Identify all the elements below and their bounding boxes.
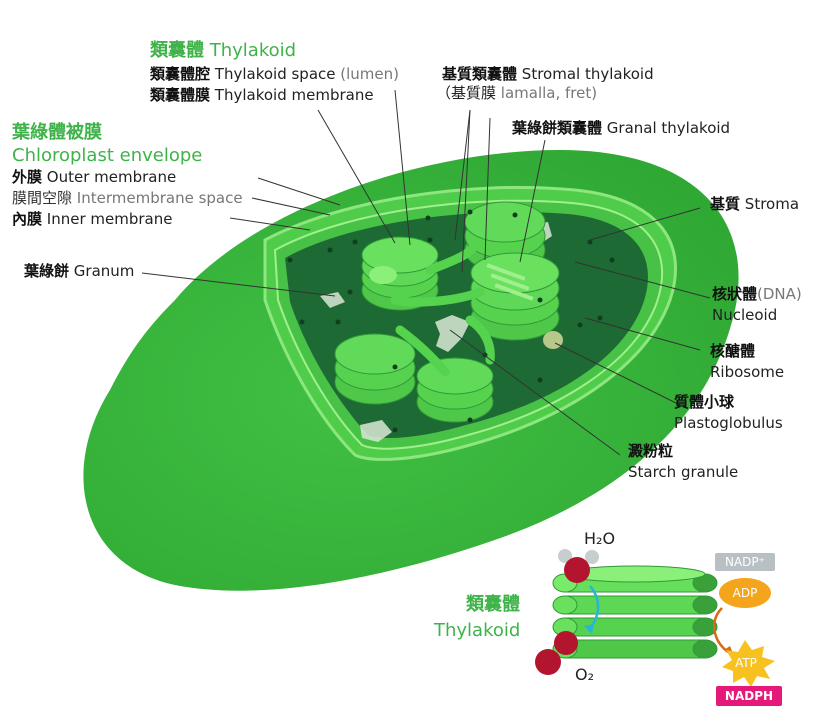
atp-burst-bg: [722, 640, 775, 687]
label-inner-membrane: 內膜 Inner membrane: [12, 210, 172, 228]
label-stroma: 基質 Stroma: [710, 195, 799, 213]
envelope-zh: 葉綠體被膜: [12, 122, 102, 143]
inset-title-en: Thylakoid: [434, 620, 520, 642]
nadp-badge: NADP⁺: [725, 555, 765, 569]
ribosome-en: Ribosome: [710, 363, 785, 381]
inset-title-zh: 類囊體: [466, 594, 520, 616]
atp-badge: ATP: [735, 656, 757, 670]
plastoglobulus-zh: 質體小球: [674, 393, 735, 411]
stroma-en: Stroma: [744, 195, 800, 213]
label-stromal-thylakoid: 基質類囊體 Stromal thylakoid: [442, 65, 654, 83]
label-stromal-thylakoid-alt: （基質膜 lamalla, fret): [436, 84, 597, 102]
label-starch-en: Starch granule: [628, 463, 738, 481]
thylakoid-membrane-zh: 類囊體膜: [150, 86, 211, 104]
label-plastoglobulus-zh: 質體小球: [674, 393, 734, 411]
outer-membrane-en: Outer membrane: [46, 168, 177, 186]
thylakoid-title-zh: 類囊體: [150, 40, 204, 61]
label-ribosome-zh: 核醣體: [710, 342, 755, 360]
granal-thylakoid-en: Granal thylakoid: [606, 119, 731, 137]
nucleoid-zh: 核狀體: [712, 285, 758, 303]
granum-lower-middle: [416, 357, 494, 423]
intermembrane-zh: 膜間空隙: [12, 189, 73, 207]
stroma-zh: 基質: [710, 195, 741, 213]
grana-stacks: [334, 201, 563, 423]
granal-thylakoid-zh: 葉綠餅類囊體: [512, 119, 603, 137]
label-starch-zh: 澱粉粒: [628, 442, 673, 460]
label-thylakoid-membrane: 類囊體膜 Thylakoid membrane: [150, 86, 374, 104]
plastoglobulus-shape: [543, 331, 563, 349]
label-plastoglobulus-en: Plastoglobulus: [674, 414, 783, 432]
thylakoid-title: 類囊體 Thylakoid: [150, 40, 296, 62]
stromal-paren-en: lamalla, fret): [500, 84, 598, 102]
label-granum: 葉綠餅 Granum: [24, 262, 134, 280]
plastoglobulus-en: Plastoglobulus: [674, 414, 783, 432]
starch-zh: 澱粉粒: [628, 442, 674, 460]
envelope-title-zh: 葉綠體被膜: [12, 122, 102, 144]
oxygen-molecule: [535, 631, 578, 675]
label-outer-membrane: 外膜 Outer membrane: [12, 168, 176, 186]
adp-badge: ADP: [732, 586, 758, 600]
nucleoid-note: (DNA): [757, 285, 802, 303]
granum-lower-left: [334, 333, 416, 405]
label-thylakoid-space: 類囊體腔 Thylakoid space (lumen): [150, 65, 399, 83]
label-nucleoid-en: Nucleoid: [712, 306, 777, 324]
stromal-paren-zh: （基質膜: [436, 84, 497, 102]
outer-membrane-zh: 外膜: [12, 168, 43, 186]
granum-en: Granum: [73, 262, 135, 280]
inset-thylakoid-stack: [552, 565, 718, 659]
leader-lines: [141, 89, 711, 456]
granum-middle-right: [470, 252, 560, 341]
ribosome-zh: 核醣體: [710, 342, 756, 360]
label-nucleoid-zh: 核狀體(DNA): [712, 285, 802, 303]
inset-title-en-text: Thylakoid: [434, 620, 521, 641]
water-molecule: [558, 549, 599, 583]
thylakoid-space-zh: 類囊體腔: [150, 65, 211, 83]
thylakoid-space-en: Thylakoid space: [214, 65, 336, 83]
label-granal-thylakoid: 葉綠餅類囊體 Granal thylakoid: [512, 119, 730, 137]
water-split-arrowhead: [584, 624, 594, 634]
stromal-thylakoid-zh: 基質類囊體: [442, 65, 518, 83]
adp-badge-bg: [719, 578, 771, 608]
intermembrane-en: Intermembrane space: [76, 189, 243, 207]
thylakoid-title-en: Thylakoid: [209, 40, 297, 61]
inner-membrane-zh: 內膜: [12, 210, 43, 228]
envelope-en: Chloroplast envelope: [12, 145, 203, 166]
thylakoid-space-note: (lumen): [340, 65, 400, 83]
stromal-lamellae: [390, 240, 495, 377]
label-ribosome-en: Ribosome: [710, 363, 784, 381]
inset-title-zh-text: 類囊體: [466, 594, 520, 615]
nucleoid-en: Nucleoid: [712, 306, 778, 324]
envelope-title-en: Chloroplast envelope: [12, 145, 202, 167]
granum-zh: 葉綠餅: [24, 262, 70, 280]
inner-membrane-en: Inner membrane: [46, 210, 173, 228]
nadp-badge-bg: [715, 553, 775, 571]
stromal-thylakoid-en: Stromal thylakoid: [521, 65, 654, 83]
thylakoid-membrane-en: Thylakoid membrane: [214, 86, 374, 104]
inset-thylakoid-diagram: [535, 549, 782, 706]
o2-label: O₂: [575, 665, 595, 684]
nadph-badge-bg: [716, 686, 782, 706]
label-intermembrane-space: 膜間空隙 Intermembrane space: [12, 189, 243, 207]
starch-en: Starch granule: [628, 463, 739, 481]
adp-to-atp-arrow: [713, 607, 729, 653]
h2o-label: H₂O: [584, 529, 616, 548]
nadph-badge: NADPH: [724, 689, 774, 703]
